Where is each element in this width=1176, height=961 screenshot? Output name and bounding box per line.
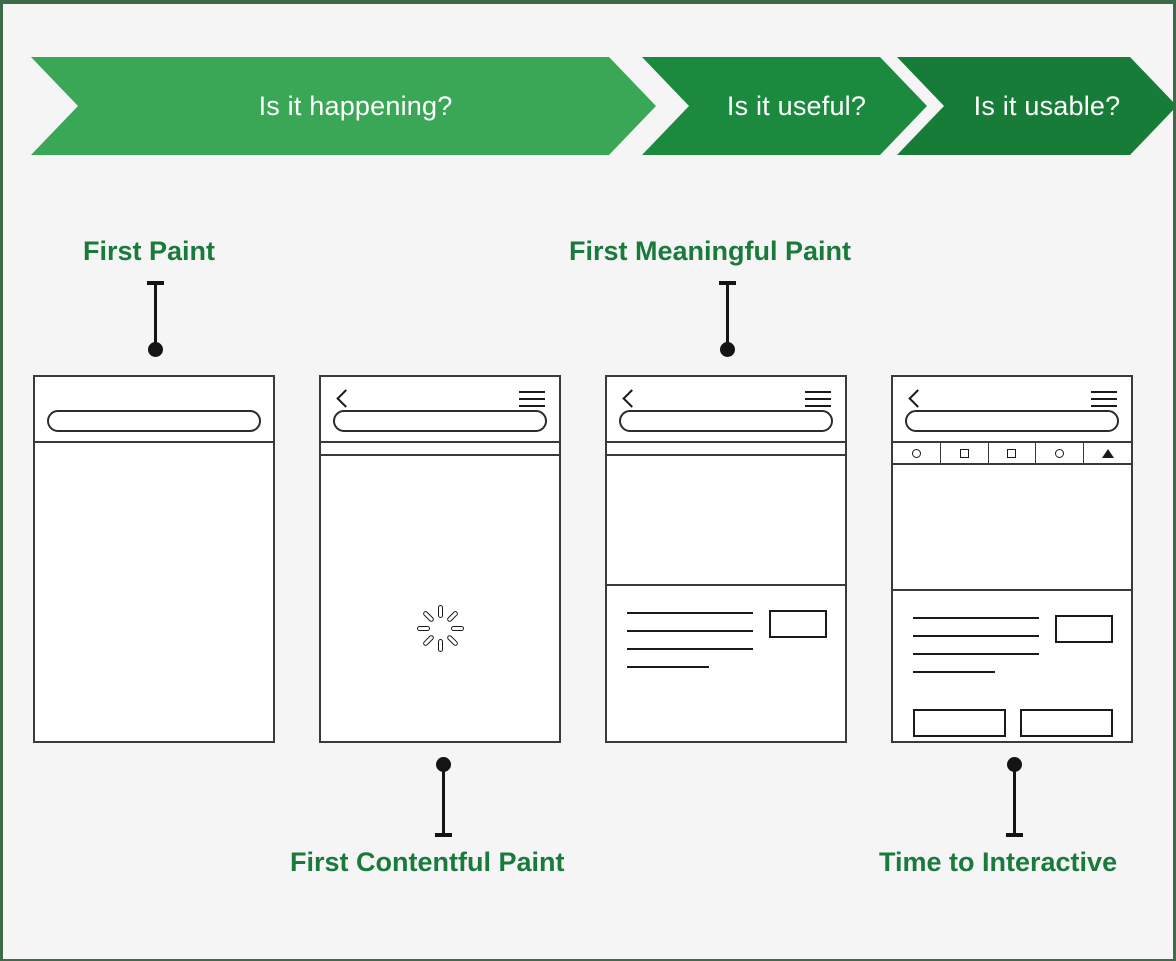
action-button-right[interactable] — [1020, 709, 1113, 737]
back-chevron-icon[interactable] — [907, 389, 921, 411]
square-icon — [959, 448, 969, 458]
circle-icon — [911, 448, 921, 458]
phone-mockup-first-paint — [33, 375, 275, 743]
stage-label: Is it usable? — [973, 90, 1121, 121]
content-placeholder — [607, 586, 845, 668]
connector-dot — [720, 342, 735, 357]
triangle-icon — [1101, 448, 1114, 458]
cta-button[interactable] — [769, 610, 827, 638]
text-line — [913, 671, 995, 673]
text-line — [627, 612, 753, 614]
icon-toolbar — [893, 443, 1131, 465]
hero-placeholder — [893, 465, 1131, 591]
search-input[interactable] — [47, 410, 261, 432]
square-icon — [1007, 448, 1017, 458]
search-input[interactable] — [619, 410, 833, 432]
stage-chevron-is-it-happening[interactable]: Is it happening? — [31, 57, 656, 155]
toolbar-item-5[interactable] — [1084, 443, 1131, 463]
text-line — [913, 617, 1039, 619]
connector-cap — [435, 833, 452, 837]
search-input[interactable] — [333, 410, 547, 432]
phone-mockup-first-contentful-paint — [319, 375, 561, 743]
connector-stem — [442, 767, 445, 834]
phone-mockup-first-meaningful-paint — [605, 375, 847, 743]
phone-header — [35, 377, 273, 443]
phone-mockup-time-to-interactive — [891, 375, 1133, 743]
connector-first-contentful-paint — [432, 757, 454, 837]
text-line — [913, 635, 1039, 637]
connector-stem — [726, 284, 729, 347]
connector-time-to-interactive — [1003, 757, 1025, 837]
metric-label-first-paint: First Paint — [83, 236, 216, 266]
text-line — [627, 648, 753, 650]
connector-stem — [1013, 767, 1016, 834]
metric-label-time-to-interactive: Time to Interactive — [879, 847, 1118, 877]
secondary-bar — [321, 443, 559, 456]
spinner-icon — [416, 604, 464, 652]
toolbar-item-4[interactable] — [1036, 443, 1085, 463]
toolbar-item-3[interactable] — [989, 443, 1037, 463]
text-line-group — [627, 612, 753, 668]
connector-cap — [147, 281, 164, 285]
secondary-bar — [607, 443, 845, 456]
action-button-row — [913, 709, 1113, 737]
connector-stem — [154, 284, 157, 347]
phone-header — [607, 377, 845, 443]
stage-chevron-is-it-useful[interactable]: Is it useful? — [642, 57, 927, 155]
connector-dot — [436, 757, 451, 772]
hamburger-icon[interactable] — [805, 391, 831, 408]
cta-button[interactable] — [1055, 615, 1113, 643]
stage-label: Is it useful? — [726, 90, 867, 121]
connector-first-paint — [144, 281, 166, 357]
metric-label-first-meaningful-paint: First Meaningful Paint — [569, 236, 852, 266]
circle-icon — [1055, 448, 1065, 458]
metric-label-first-contentful-paint: First Contentful Paint — [290, 847, 565, 877]
back-chevron-icon[interactable] — [335, 389, 349, 411]
text-line — [627, 630, 753, 632]
action-button-left[interactable] — [913, 709, 1006, 737]
phone-header — [893, 377, 1131, 443]
content-placeholder — [893, 591, 1131, 737]
connector-first-meaningful-paint — [716, 281, 738, 357]
toolbar-item-1[interactable] — [893, 443, 941, 463]
stage-label: Is it happening? — [258, 90, 453, 121]
text-line-group — [913, 617, 1039, 673]
stage-chevron-is-it-usable[interactable]: Is it usable? — [897, 57, 1173, 155]
connector-dot — [1007, 757, 1022, 772]
hamburger-icon[interactable] — [1091, 391, 1117, 408]
connector-cap — [1006, 833, 1023, 837]
connector-cap — [719, 281, 736, 285]
search-input[interactable] — [905, 410, 1119, 432]
hamburger-icon[interactable] — [519, 391, 545, 408]
back-chevron-icon[interactable] — [621, 389, 635, 411]
toolbar-item-2[interactable] — [941, 443, 989, 463]
connector-dot — [148, 342, 163, 357]
text-line — [913, 653, 1039, 655]
text-line — [627, 666, 709, 668]
phone-header — [321, 377, 559, 443]
hero-placeholder — [607, 456, 845, 586]
stage-banner: Is it happening? Is it useful? Is it usa… — [31, 57, 1173, 155]
